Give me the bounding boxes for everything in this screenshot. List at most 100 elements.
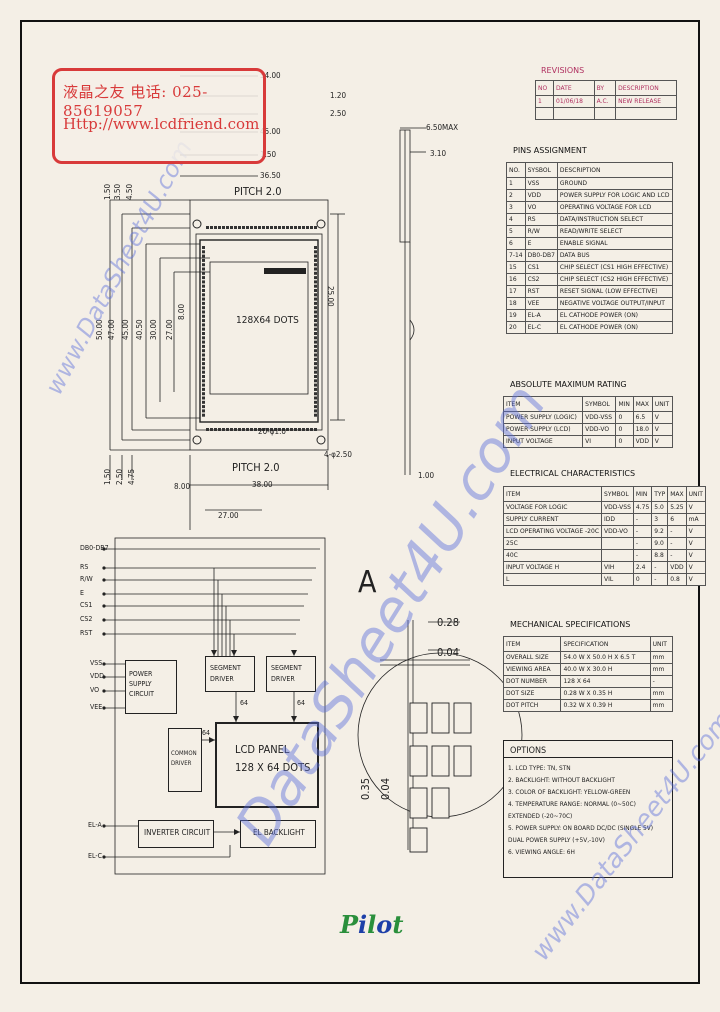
connector-pad	[290, 428, 293, 431]
connector-pad	[202, 383, 205, 387]
table-cell: NEW RELEASE	[615, 95, 677, 108]
table-cell: 9.2	[651, 525, 669, 538]
connector-pad	[238, 226, 241, 229]
connector-pad	[314, 332, 317, 335]
connector-pad	[314, 340, 317, 344]
stamp-line-2: Http://www.lcdfriend.com	[63, 115, 260, 133]
table-cell: 6	[506, 237, 526, 250]
connector-pad	[234, 428, 237, 431]
connector-pad	[314, 383, 317, 387]
connector-pad	[314, 263, 317, 267]
connector-pad	[250, 428, 253, 431]
logo-letter: l	[367, 910, 377, 939]
connector-pad	[234, 226, 237, 229]
connector-pad	[314, 379, 317, 383]
table-row: 25C-9.0-V	[502, 537, 706, 550]
dim-3-10: 3.10	[430, 149, 447, 158]
dim-top-5: 1.50	[260, 150, 277, 159]
connector-pad	[306, 226, 309, 229]
table-cell: 1	[506, 177, 526, 190]
connector-pad	[302, 428, 305, 431]
table-cell: BY	[593, 80, 617, 96]
table-cell: RESET SIGNAL (LOW EFFECTIVE)	[556, 285, 673, 298]
connector-pad	[314, 362, 317, 366]
table-cell: -	[632, 513, 653, 526]
signal-label: CS1	[80, 601, 93, 609]
connector-pad	[202, 250, 205, 254]
table-cell: DOT SIZE	[502, 687, 562, 700]
connector-pad	[314, 250, 317, 254]
connector-pad	[202, 396, 205, 400]
connector-pad	[286, 428, 289, 431]
dim-top-2: 1.20	[330, 91, 347, 100]
dim-8-00: 8.00	[174, 482, 191, 491]
table-cell: mm	[649, 687, 674, 700]
option-line: 4. TEMPERATURE RANGE: NORMAL (0~50C)	[508, 800, 636, 808]
connector-pad	[242, 428, 245, 431]
table-cell: 01/06/18	[553, 95, 595, 108]
table-cell: VIH	[601, 561, 634, 574]
table-cell: E	[524, 237, 558, 250]
table-cell: SUPPLY CURRENT	[502, 513, 603, 526]
connector-pad	[314, 400, 317, 404]
table-cell: DOT NUMBER	[502, 675, 562, 688]
table-cell: VOLTAGE FOR LOGIC	[502, 501, 603, 514]
connector-pad	[202, 357, 205, 361]
connector-pad	[202, 362, 205, 366]
connector-pad	[270, 226, 273, 229]
dim-top-1: 54.00	[260, 71, 281, 80]
table-cell	[601, 537, 634, 550]
connector-pad	[210, 428, 213, 431]
table-cell: CHIP SELECT (CS2 HIGH EFFECTIVE)	[556, 273, 673, 286]
option-line: 1. LCD TYPE: TN, STN	[508, 764, 571, 772]
connector-pad	[246, 428, 249, 431]
el-c-label: EL-C	[88, 852, 103, 860]
table-cell: 15	[506, 261, 526, 274]
connector-pad	[202, 258, 205, 262]
connector-pad	[258, 428, 261, 431]
connector-pad	[230, 226, 233, 229]
connector-pad	[314, 353, 317, 357]
table-cell: 18	[506, 297, 526, 310]
connector-pad	[314, 289, 317, 292]
logo-letter: o	[376, 910, 393, 939]
table-cell: MAX	[632, 396, 653, 412]
table-cell: EL CATHODE POWER (ON)	[556, 309, 673, 322]
table-cell: -	[649, 675, 674, 688]
table-cell: SYSBOL	[524, 162, 558, 178]
table-cell: IDD	[601, 513, 634, 526]
power-label: VEE	[90, 703, 103, 711]
connector-pad	[298, 226, 301, 229]
table-cell: 0	[615, 435, 634, 448]
connector-pad	[202, 336, 205, 340]
connector-pad	[262, 226, 265, 229]
connector-pad	[202, 271, 205, 275]
table-cell: DATE	[553, 80, 595, 96]
table-cell: SPECIFICATION	[560, 636, 651, 652]
table-cell: 9.0	[651, 537, 669, 550]
table-cell: 3	[506, 201, 526, 214]
table-cell: V	[651, 411, 674, 424]
table-cell: LCD OPERATING VOLTAGE -20C	[502, 525, 603, 538]
power-label: VSS	[90, 659, 103, 667]
seg-bus-2: 64	[297, 699, 306, 707]
connector-pad	[298, 428, 301, 431]
connector-pad	[314, 297, 317, 301]
table-cell: CS1	[524, 261, 558, 274]
connector-pad	[202, 254, 205, 258]
table-cell: 40C	[502, 549, 603, 562]
table-cell: 2.4	[632, 561, 653, 574]
option-line: DUAL POWER SUPPLY (+5V,-10V)	[508, 836, 605, 844]
connector-pad	[202, 413, 205, 417]
connector-pad	[314, 246, 317, 249]
